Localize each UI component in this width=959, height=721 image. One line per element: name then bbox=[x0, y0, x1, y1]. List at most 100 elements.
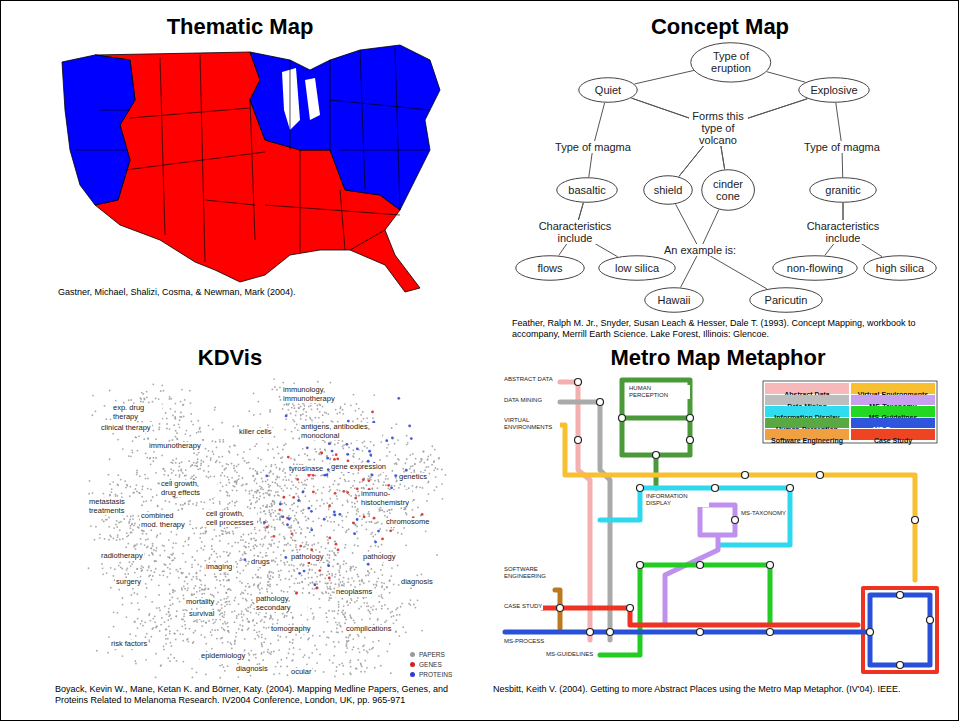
document-dot bbox=[102, 573, 104, 575]
document-dot bbox=[299, 549, 301, 551]
document-dot bbox=[293, 503, 295, 505]
document-dot bbox=[334, 480, 336, 482]
document-dot bbox=[315, 581, 317, 583]
document-dot bbox=[115, 494, 117, 496]
document-dot bbox=[225, 530, 227, 532]
document-dot bbox=[200, 431, 202, 433]
document-dot bbox=[292, 539, 294, 541]
document-dot bbox=[335, 583, 337, 585]
document-dot bbox=[153, 430, 155, 432]
document-dot bbox=[229, 502, 231, 504]
document-dot bbox=[167, 567, 169, 569]
document-dot bbox=[364, 446, 366, 448]
document-dot bbox=[267, 449, 269, 451]
document-dot bbox=[155, 472, 157, 474]
document-dot bbox=[263, 469, 265, 471]
document-dot bbox=[209, 499, 211, 501]
document-dot bbox=[152, 553, 154, 555]
document-dot bbox=[354, 487, 356, 489]
document-dot bbox=[312, 582, 314, 584]
document-dot bbox=[273, 527, 275, 529]
document-dot bbox=[250, 538, 252, 540]
document-dot bbox=[282, 382, 284, 384]
document-dot bbox=[172, 415, 174, 417]
document-dot bbox=[120, 566, 122, 568]
document-dot bbox=[297, 521, 299, 523]
document-dot bbox=[385, 478, 387, 480]
document-dot bbox=[221, 533, 223, 535]
document-dot bbox=[338, 583, 340, 585]
document-dot bbox=[292, 510, 294, 512]
document-dot bbox=[274, 482, 276, 484]
document-dot bbox=[309, 568, 311, 570]
document-dot bbox=[259, 485, 261, 487]
document-dot bbox=[221, 607, 223, 609]
document-dot bbox=[322, 574, 324, 576]
document-dot bbox=[295, 578, 297, 580]
document-dot bbox=[202, 533, 204, 535]
document-dot bbox=[287, 409, 289, 411]
document-dot bbox=[377, 479, 379, 481]
document-dot bbox=[300, 510, 302, 512]
document-dot bbox=[256, 492, 258, 494]
document-dot bbox=[366, 417, 368, 419]
document-dot bbox=[278, 576, 280, 578]
document-dot bbox=[288, 579, 290, 581]
document-dot bbox=[184, 541, 186, 543]
document-dot bbox=[300, 533, 302, 535]
document-dot bbox=[132, 492, 134, 494]
document-dot bbox=[236, 465, 238, 467]
document-dot bbox=[176, 438, 178, 440]
document-dot bbox=[295, 532, 297, 534]
document-dot bbox=[255, 539, 257, 541]
document-dot bbox=[294, 582, 296, 584]
document-dot bbox=[291, 564, 293, 566]
document-dot bbox=[252, 494, 254, 496]
document-dot bbox=[268, 511, 270, 513]
document-dot bbox=[288, 564, 290, 566]
document-dot bbox=[387, 487, 389, 489]
document-dot bbox=[189, 435, 191, 437]
document-dot bbox=[284, 544, 286, 546]
document-dot bbox=[171, 439, 173, 441]
document-dot bbox=[216, 460, 218, 462]
document-dot bbox=[173, 470, 175, 472]
document-dot bbox=[219, 580, 221, 582]
document-dot bbox=[296, 568, 298, 570]
document-dot bbox=[308, 592, 310, 594]
document-dot bbox=[196, 465, 198, 467]
document-dot bbox=[268, 486, 270, 488]
document-dot bbox=[203, 549, 205, 551]
document-dot bbox=[211, 440, 213, 442]
document-dot bbox=[152, 496, 154, 498]
document-dot bbox=[172, 552, 174, 554]
document-dot bbox=[267, 479, 269, 481]
document-dot bbox=[262, 505, 264, 507]
document-dot bbox=[343, 560, 345, 562]
document-dot bbox=[351, 577, 353, 579]
document-dot bbox=[311, 419, 313, 421]
document-dot bbox=[196, 432, 198, 434]
document-dot bbox=[176, 534, 178, 536]
document-dot bbox=[158, 427, 160, 429]
document-dot bbox=[285, 504, 287, 506]
document-dot bbox=[132, 515, 134, 517]
document-dot bbox=[413, 499, 415, 501]
document-dot bbox=[145, 478, 147, 480]
document-dot bbox=[286, 561, 288, 563]
document-dot bbox=[225, 592, 227, 594]
document-dot bbox=[294, 421, 296, 423]
document-dot bbox=[146, 397, 148, 399]
document-dot bbox=[88, 567, 90, 569]
document-dot bbox=[377, 546, 379, 548]
document-dot bbox=[109, 458, 111, 460]
document-dot bbox=[188, 538, 190, 540]
document-dot bbox=[379, 528, 381, 530]
cartogram-part bbox=[62, 55, 135, 205]
document-dot bbox=[345, 516, 347, 518]
document-dot bbox=[191, 420, 193, 422]
document-dot bbox=[297, 429, 299, 431]
document-dot bbox=[305, 536, 307, 538]
document-dot bbox=[305, 516, 307, 518]
document-dot bbox=[119, 562, 121, 564]
